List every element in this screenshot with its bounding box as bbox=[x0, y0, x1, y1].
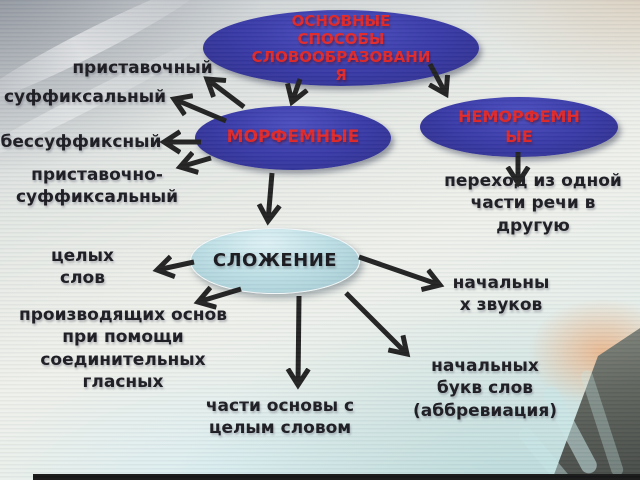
label-suffixless: бессуффиксный bbox=[0, 132, 162, 152]
node-composition-label: СЛОЖЕНИЕ bbox=[212, 250, 338, 272]
label-prefixal: приставочный bbox=[72, 58, 213, 78]
label-prefix-suffixal: приставочно-суффиксальный bbox=[15, 165, 179, 208]
node-composition: СЛОЖЕНИЕ bbox=[190, 228, 360, 294]
label-suffixal: суффиксальный bbox=[3, 87, 167, 107]
node-morphemic: МОРФЕМНЫЕ bbox=[195, 106, 391, 170]
node-morphemic-label: МОРФЕМНЫЕ bbox=[226, 127, 360, 148]
bottom-black-strip bbox=[33, 474, 640, 480]
